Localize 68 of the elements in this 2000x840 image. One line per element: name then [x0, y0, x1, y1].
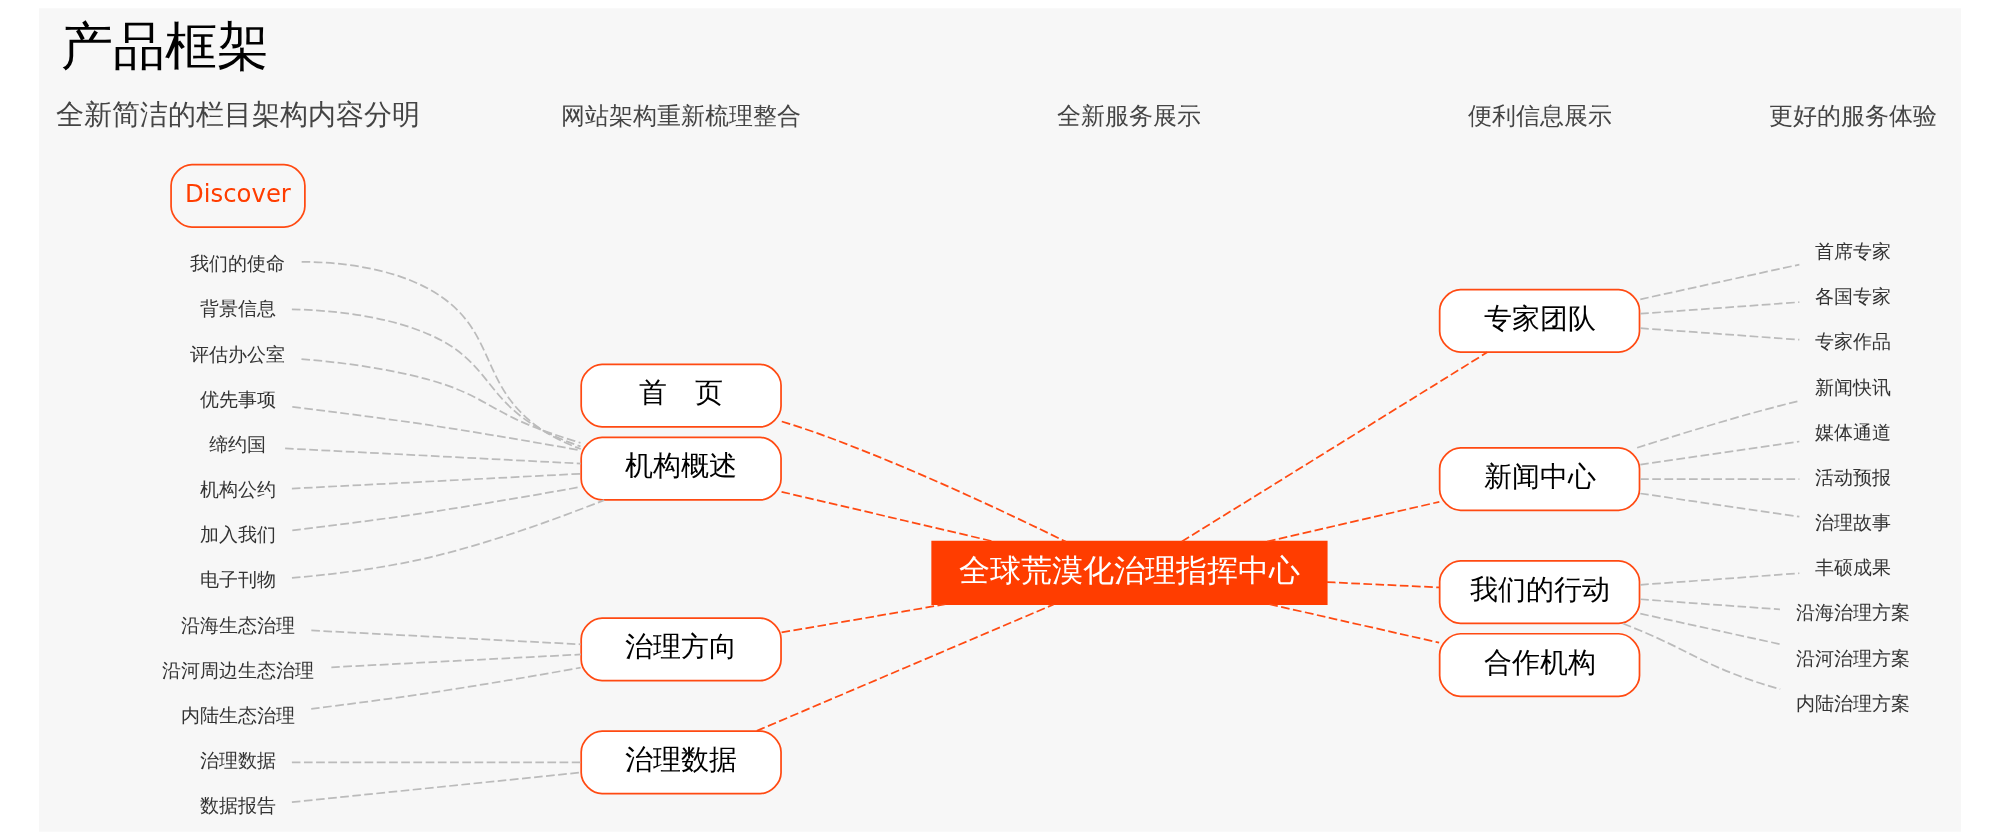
- node-text: 沿海治理方案: [1796, 601, 1911, 625]
- connector: [291, 308, 582, 448]
- node-text: 活动预报: [1815, 465, 1892, 489]
- connector: [1639, 598, 1781, 611]
- connector: [1639, 612, 1781, 646]
- connector: [1266, 500, 1441, 543]
- connector: [1639, 301, 1801, 315]
- node-text: 各国专家: [1815, 285, 1892, 309]
- node-text: 内陆治理方案: [1796, 691, 1911, 715]
- connector: [291, 761, 582, 764]
- label: 网站架构重新梳理整合: [561, 101, 802, 131]
- node-text: 治理数据: [199, 749, 276, 773]
- node-text: 数据报告: [199, 794, 276, 818]
- node-box: 我们的行动: [1438, 559, 1641, 625]
- node-box: 治理方向: [580, 617, 782, 682]
- label: 更好的服务体验: [1769, 101, 1938, 131]
- node-box: 治理数据: [580, 730, 782, 795]
- node-text: 机构公约: [199, 478, 276, 502]
- node-text: 优先事项: [199, 387, 276, 411]
- label: 全新简洁的栏目架构内容分明: [55, 98, 420, 132]
- connector: [1639, 492, 1801, 518]
- connector: [1325, 581, 1441, 589]
- connector: [310, 666, 582, 710]
- connector: [291, 499, 606, 579]
- node-text: 评估办公室: [190, 342, 286, 366]
- connector: [1639, 263, 1801, 301]
- node-text: 内陆生态治理: [180, 704, 295, 728]
- diagram-title: 产品框架: [60, 15, 269, 76]
- node-box: 新闻中心: [1438, 446, 1641, 512]
- connector: [1268, 603, 1440, 644]
- node-text: 专家作品: [1815, 330, 1892, 354]
- node-text: 新闻快讯: [1815, 375, 1892, 399]
- connector: [780, 420, 1067, 543]
- connector: [300, 358, 582, 444]
- label: 便利信息展示: [1467, 101, 1612, 131]
- node-text: 首席专家: [1815, 240, 1892, 264]
- node-box: 合作机构: [1438, 632, 1641, 698]
- node-box: 专家团队: [1438, 288, 1641, 354]
- connector: [1639, 572, 1801, 586]
- node-text: 背景信息: [199, 297, 276, 321]
- node-box: 全球荒漠化治理指挥中心: [931, 540, 1328, 606]
- node-text: 沿河治理方案: [1796, 646, 1911, 670]
- node-text: 我们的使命: [190, 252, 286, 276]
- connector: [291, 472, 582, 490]
- node-box: 首 页: [580, 363, 782, 428]
- node-box: 机构概述: [580, 436, 782, 501]
- connector: [780, 490, 995, 543]
- node-text: 缔约国: [209, 432, 267, 456]
- label: 全新服务展示: [1057, 101, 1202, 131]
- node-text: 沿河周边生态治理: [161, 658, 314, 682]
- connector: [780, 603, 947, 634]
- connector: [1181, 351, 1489, 543]
- connector: [284, 447, 582, 465]
- connector: [1636, 400, 1800, 449]
- connector: [310, 629, 582, 646]
- connector: [300, 260, 582, 450]
- node-text: 治理故事: [1815, 511, 1892, 535]
- connector: [330, 653, 582, 669]
- connector: [1639, 440, 1801, 466]
- node-box: Discover: [170, 163, 306, 228]
- node-text: 加入我们: [199, 523, 276, 547]
- node-text: 媒体通道: [1815, 420, 1892, 444]
- node-text: 丰硕成果: [1815, 556, 1892, 580]
- connector: [755, 603, 1055, 732]
- node-text: 电子刊物: [199, 568, 276, 592]
- connector: [291, 771, 582, 804]
- node-text: 沿海生态治理: [180, 613, 295, 637]
- connector: [1639, 327, 1801, 341]
